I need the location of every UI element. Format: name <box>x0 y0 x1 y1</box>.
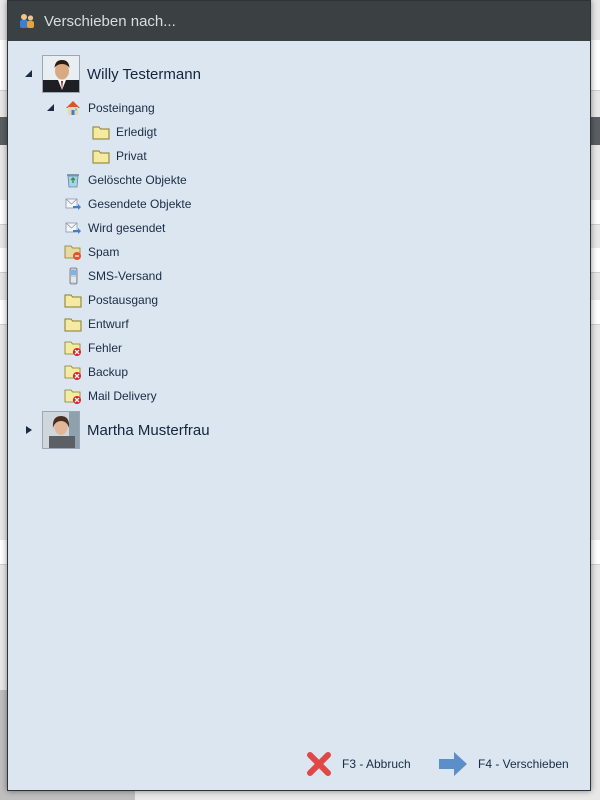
expand-arrow-icon[interactable] <box>24 425 34 435</box>
folder-postausgang[interactable]: Postausgang <box>64 288 158 312</box>
folder-mail-delivery[interactable]: Mail Delivery <box>64 384 157 408</box>
collapse-arrow-icon[interactable] <box>46 103 56 113</box>
folder-entwurf[interactable]: Entwurf <box>64 312 129 336</box>
folder-gesendete-objekte[interactable]: Gesendete Objekte <box>64 192 191 216</box>
error-folder-icon <box>64 387 82 405</box>
sending-mail-icon <box>64 219 82 237</box>
folder-label: Erledigt <box>116 125 157 139</box>
collapse-arrow-icon[interactable] <box>24 69 34 79</box>
account-name: Willy Testermann <box>87 65 201 83</box>
move-button[interactable]: F4 - Verschieben <box>438 751 569 777</box>
move-to-dialog: Verschieben nach... Willy Testermann <box>7 0 591 791</box>
error-folder-icon <box>64 339 82 357</box>
recycle-bin-icon <box>64 171 82 189</box>
folder-geloeschte-objekte[interactable]: Gelöschte Objekte <box>64 168 187 192</box>
cancel-button[interactable]: F3 - Abbruch <box>306 751 411 777</box>
dialog-title: Verschieben nach... <box>44 12 176 30</box>
move-users-icon <box>18 12 36 30</box>
folder-backup[interactable]: Backup <box>64 360 128 384</box>
right-arrow-icon <box>438 751 468 777</box>
folder-fehler[interactable]: Fehler <box>64 336 122 360</box>
folder-label: Spam <box>88 245 120 259</box>
sent-mail-icon <box>64 195 82 213</box>
folder-label: Gelöschte Objekte <box>88 173 187 187</box>
avatar <box>42 55 80 93</box>
folder-privat[interactable]: Privat <box>92 144 147 168</box>
folder-posteingang[interactable]: Posteingang <box>46 96 155 120</box>
folder-label: Wird gesendet <box>88 221 166 235</box>
folder-label: Postausgang <box>88 293 159 307</box>
folder-label: Mail Delivery <box>88 389 157 403</box>
account-willy-testermann[interactable]: Willy Testermann <box>24 54 201 94</box>
folder-icon <box>64 315 82 333</box>
folder-label: SMS-Versand <box>88 269 163 283</box>
mobile-phone-icon <box>64 267 82 285</box>
folder-label: Gesendete Objekte <box>88 197 192 211</box>
folder-spam[interactable]: Spam <box>64 240 119 264</box>
inbox-house-icon <box>64 99 82 117</box>
folder-label: Privat <box>116 149 147 163</box>
error-folder-icon <box>64 363 82 381</box>
folder-icon <box>64 291 82 309</box>
folder-icon <box>92 123 110 141</box>
folder-sms-versand[interactable]: SMS-Versand <box>64 264 162 288</box>
folder-wird-gesendet[interactable]: Wird gesendet <box>64 216 165 240</box>
folder-icon <box>92 147 110 165</box>
red-x-icon <box>306 751 332 777</box>
account-martha-musterfrau[interactable]: Martha Musterfrau <box>24 410 210 450</box>
folder-label: Posteingang <box>88 101 155 115</box>
folder-label: Fehler <box>88 341 123 355</box>
dialog-titlebar: Verschieben nach... <box>8 1 590 41</box>
folder-label: Backup <box>88 365 129 379</box>
folder-erledigt[interactable]: Erledigt <box>92 120 157 144</box>
spam-folder-icon <box>64 243 82 261</box>
folder-label: Entwurf <box>88 317 129 331</box>
avatar <box>42 411 80 449</box>
account-name: Martha Musterfrau <box>87 421 210 439</box>
